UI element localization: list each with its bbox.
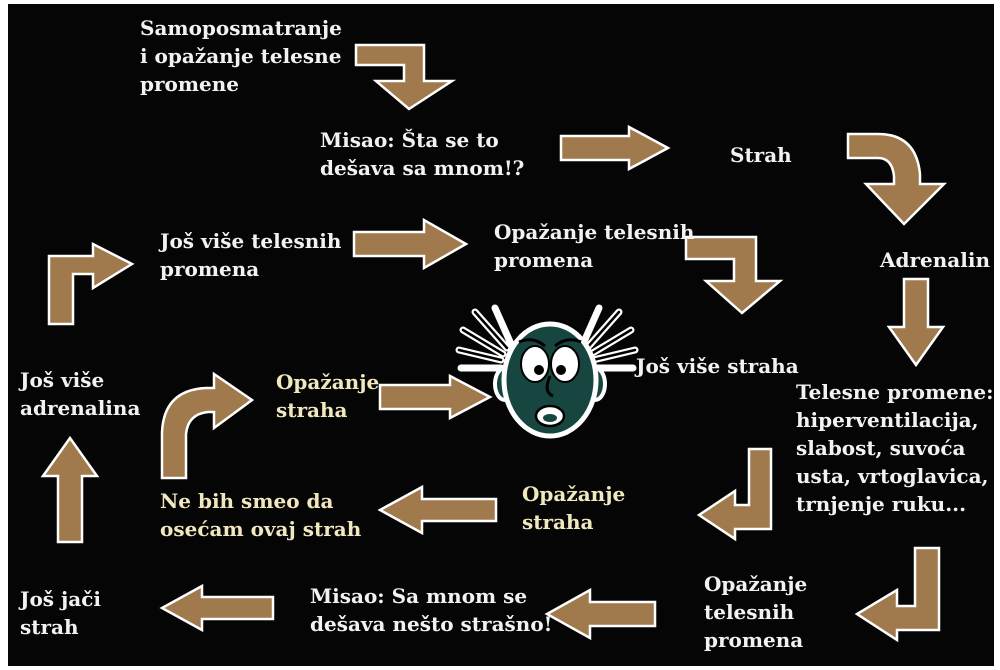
node-opazanje-straha-lower: Opažanje straha — [522, 482, 626, 534]
arrow-icon-bent-right-down-mid — [684, 235, 784, 315]
arrow-icon-right-to-opazanje-telesnih — [352, 217, 469, 271]
node-samoposmatranje: Samoposmatranje i opažanje telesne prome… — [140, 16, 342, 96]
arrow-icon-left-to-misao-sa-mnom — [544, 587, 657, 641]
arrow-icon-up-to-jos-vise-adrenalina — [40, 435, 100, 544]
node-opazanje-straha-upper: Opažanje straha — [276, 370, 380, 422]
node-jos-vise-adrenalina: Još više adrenalina — [20, 368, 141, 420]
node-misao-sa-mnom: Misao: Sa mnom se dešava nešto strašno! — [310, 584, 553, 636]
arrow-icon-curve-strah-to-adrenalin — [846, 132, 948, 226]
arrow-icon-curve-up-right-to-opazanje-straha — [160, 371, 255, 480]
arrow-icon-bent-down-left-upper — [696, 447, 773, 542]
node-telesne-promene: Telesne promene: hiperventilacija, slabo… — [796, 380, 994, 516]
node-opazanje-telesnih-promena-bottom: Opažanje telesnih promena — [704, 572, 808, 652]
arrow-icon-bent-up-right-left — [47, 241, 135, 326]
node-misao-sta-se-desava: Misao: Šta se to dešava sa mnom!? — [320, 128, 525, 180]
arrow-icon-left-to-ne-bih-smeo — [377, 484, 498, 536]
node-jos-vise-straha: Još više straha — [636, 354, 799, 378]
diagram-background — [8, 4, 994, 666]
arrow-icon-bent-right-down-top — [354, 43, 457, 111]
node-strah: Strah — [730, 143, 792, 167]
node-opazanje-telesnih-promena-mid: Opažanje telesnih promena — [494, 220, 695, 272]
node-jos-jaci-strah: Još jači strah — [20, 587, 101, 639]
arrow-icon-bent-down-left-lower — [854, 546, 941, 643]
node-jos-vise-telesnih-promena: Još više telesnih promena — [160, 229, 342, 281]
arrow-icon-right-to-face — [378, 373, 493, 421]
arrow-icon-down-to-telesne-promene — [886, 277, 946, 368]
arrow-icon-right-to-strah — [559, 124, 671, 172]
node-ne-bih-smeo: Ne bih smeo da osećam ovaj strah — [160, 489, 362, 541]
anxious-face-icon — [455, 304, 639, 439]
arrow-icon-left-to-jos-jaci-strah — [159, 583, 275, 633]
node-adrenalin: Adrenalin — [880, 248, 990, 272]
